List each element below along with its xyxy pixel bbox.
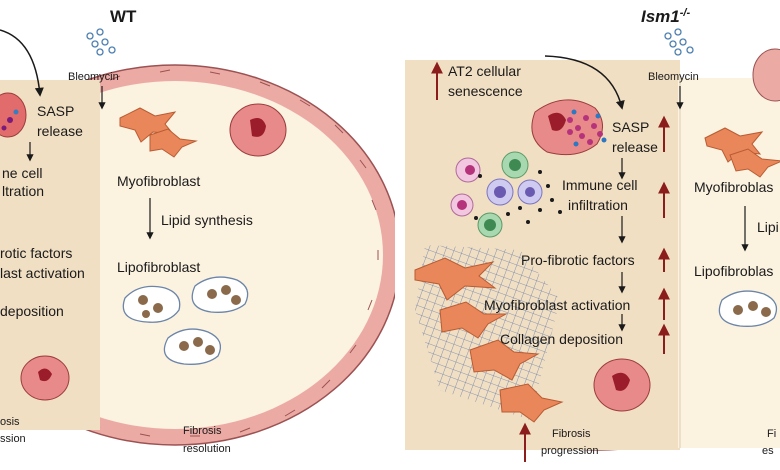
ko-bleomycin-icon [664, 28, 694, 56]
wt-myofibroblast-cells [119, 107, 198, 158]
ko-title-main: Ism1 [641, 7, 680, 26]
ko-myofibroblast-cells [414, 257, 564, 423]
wt-myofibroblast-label: Myofibroblast [117, 173, 200, 189]
ko-immune-line2: infiltration [568, 197, 628, 213]
ko-cytokine-dots [474, 170, 562, 224]
ko-title: Ism1-/- [641, 7, 690, 26]
wt-immune-line2: ltration [2, 183, 44, 199]
wt-senescent-cell [0, 92, 27, 138]
ko-title-sup: -/- [680, 7, 691, 19]
ko-bleomycin-label: Bleomycin [648, 71, 699, 83]
wt-activation: last activation [0, 265, 85, 281]
ko-lipofibroblast-label: Lipofibroblas [694, 263, 773, 279]
ko-sasp-line1: SASP [612, 119, 649, 135]
ko-curved-arrow [544, 55, 625, 110]
wt-epithelial-cell-bottom [20, 355, 70, 401]
ko-at2-line2: senescence [448, 83, 523, 99]
wt-immune-line1: ne cell [2, 165, 42, 181]
wt-panel: WT Bleomycin SASP release ne cell ltrati… [0, 7, 395, 455]
ko-immune-line1: Immune cell [562, 177, 637, 193]
wt-deposition: deposition [0, 303, 64, 319]
ko-deposition: Collagen deposition [500, 331, 623, 347]
wt-bleomycin-label: Bleomycin [68, 71, 119, 83]
ko-right-myofibroblast [704, 127, 780, 178]
ko-resolution-line1: Fi [767, 428, 776, 440]
ko-sasp-line2: release [612, 139, 658, 155]
wt-lipofibroblast-label: Lipofibroblast [117, 259, 200, 275]
wt-title: WT [110, 7, 137, 26]
wt-profibrotic: rotic factors [0, 245, 72, 261]
panel-divider [397, 0, 403, 470]
ko-at2-line1: AT2 cellular [448, 63, 521, 79]
wt-lipofibroblast-cells [122, 276, 249, 365]
wt-lipid-synthesis: Lipid synthesis [161, 212, 253, 228]
wt-progression-line1: osis [0, 416, 20, 428]
ko-panel: Ism1-/- Bleomycin AT2 cellular senescenc… [405, 7, 780, 462]
wt-epithelial-cell-top [229, 103, 287, 157]
ko-epithelial-cell-right [752, 48, 780, 102]
wt-sasp-line1: SASP [37, 103, 74, 119]
wt-resolution-line1: Fibrosis [183, 425, 222, 437]
wt-progression-line2: ssion [0, 433, 26, 445]
ko-myofibroblast-label: Myofibroblas [694, 179, 773, 195]
ko-activation: Myofibroblast activation [484, 297, 630, 313]
wt-sasp-line2: release [37, 123, 83, 139]
ko-senescent-cell [531, 99, 607, 156]
ko-lipofibroblast-cell [718, 290, 778, 327]
wt-resolution-line2: resolution [183, 443, 231, 455]
ko-progression-line1: Fibrosis [552, 428, 591, 440]
ko-profibrotic: Pro-fibrotic factors [521, 252, 635, 268]
ko-immune-cells [450, 151, 543, 238]
wt-curved-arrow [0, 29, 44, 97]
ko-lipid-synthesis: Lipi [757, 219, 779, 235]
ko-epithelial-cell-bottom [593, 358, 651, 412]
wt-bleomycin-icon [86, 28, 116, 56]
ko-resolution-line2: es [762, 445, 774, 457]
ko-progression-line2: progression [541, 445, 598, 457]
wt-tissue-region [0, 80, 100, 430]
